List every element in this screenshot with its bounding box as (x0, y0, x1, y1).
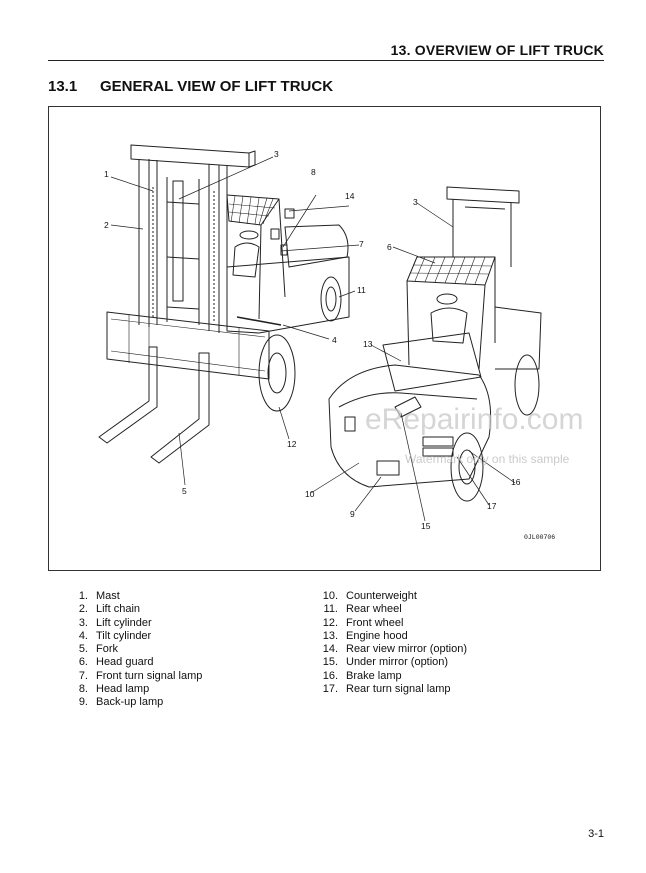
legend-item: 13.Engine hood (322, 629, 408, 642)
legend-item: 3.Lift cylinder (78, 616, 152, 629)
legend-item: 12.Front wheel (322, 616, 404, 629)
callout-9: 9 (350, 509, 355, 519)
section-number: 13.1 (48, 78, 78, 95)
fork-carriage (106, 311, 270, 380)
lift-cylinder (172, 180, 184, 302)
rear-wheel (320, 276, 342, 322)
rear-head-guard (406, 256, 496, 286)
mast-left-rail (138, 159, 158, 327)
rear-view-mirror (284, 208, 295, 219)
legend-left-column: 1.Mast 2.Lift chain 3.Lift cylinder 4.Ti… (66, 590, 203, 710)
fork-right (150, 352, 210, 464)
head-guard (226, 194, 280, 226)
head-lamp (270, 228, 280, 240)
lift-truck-figure: 1 2 3 4 5 6 7 8 9 10 11 12 13 14 15 16 1… (48, 106, 601, 571)
front-view-truck (98, 144, 350, 464)
legend-item: 9.Back-up lamp (78, 696, 164, 709)
rear-seat (430, 307, 468, 344)
rear-side-wheel (514, 354, 540, 416)
back-up-lamp (376, 460, 400, 476)
callout-2: 2 (104, 220, 109, 230)
legend-right-column: 10.Counterweight 11.Rear wheel 12.Front … (316, 590, 467, 696)
lift-truck-illustration: 1 2 3 4 5 6 7 8 9 10 11 12 13 14 15 16 1… (98, 144, 583, 541)
engine-hood (284, 224, 349, 268)
figure-code: 0JL00706 (524, 534, 555, 541)
rear-view-truck (328, 186, 542, 502)
watermark: eRepairinfo.com (365, 403, 583, 436)
legend-item: 4.Tilt cylinder (78, 629, 152, 642)
page-number: 3-1 (588, 828, 604, 840)
callout-1: 1 (104, 169, 109, 179)
legend-item: 2.Lift chain (78, 603, 141, 616)
leader-lines (110, 156, 516, 522)
callout-4: 4 (332, 335, 337, 345)
callout-14: 14 (345, 191, 355, 201)
callout-7: 7 (359, 239, 364, 249)
legend-item: 6.Head guard (78, 656, 154, 669)
legend-item: 16.Brake lamp (322, 669, 402, 682)
section-title: GENERAL VIEW OF LIFT TRUCK (100, 78, 334, 95)
tilt-cylinder (236, 316, 282, 326)
header-rule (48, 60, 604, 61)
legend-item: 7.Front turn signal lamp (78, 669, 203, 682)
callout-16: 16 (511, 477, 521, 487)
legend-item: 10.Counterweight (322, 590, 417, 602)
legend-item: 17.Rear turn signal lamp (322, 683, 451, 696)
legend-item: 11.Rear wheel (323, 603, 402, 616)
legend-item: 8.Head lamp (78, 683, 150, 696)
callout-3: 3 (274, 149, 279, 159)
callout-11: 11 (357, 285, 366, 295)
operator-seat (232, 242, 260, 278)
watermark-subtext: Watermark only on this sample (405, 452, 570, 466)
rear-wheel-right (450, 432, 484, 502)
legend-item: 1.Mast (78, 590, 120, 602)
brake-lamp (422, 436, 454, 447)
front-wheel (258, 334, 296, 412)
legend-item: 15.Under mirror (option) (322, 656, 449, 669)
mast-right-rail (208, 164, 228, 333)
callout-6: 6 (387, 242, 392, 252)
cab-post (258, 198, 286, 320)
callout-3-rear: 3 (413, 197, 418, 207)
legend-item: 5.Fork (78, 643, 118, 656)
rear-engine-hood (382, 332, 482, 392)
callout-8: 8 (311, 167, 316, 177)
rear-left-lamp (344, 416, 356, 432)
legend-item: 14.Rear view mirror (option) (322, 643, 468, 656)
callout-17: 17 (487, 501, 497, 511)
callout-10: 10 (305, 489, 315, 499)
callouts: 1 2 3 4 5 6 7 8 9 10 11 12 13 14 15 16 1… (104, 149, 583, 541)
page-header: 13. OVERVIEW OF LIFT TRUCK (48, 40, 604, 62)
callout-13: 13 (363, 339, 373, 349)
chapter-title: 13. OVERVIEW OF LIFT TRUCK (390, 42, 604, 58)
callout-15: 15 (421, 521, 431, 531)
callout-5: 5 (182, 486, 187, 496)
fork-left (98, 346, 158, 444)
rear-cab-post (406, 257, 496, 370)
rear-mast-top (446, 186, 520, 204)
callout-12: 12 (287, 439, 297, 449)
truck-body (226, 256, 350, 334)
under-mirror (394, 396, 422, 418)
section-heading: 13.1 GENERAL VIEW OF LIFT TRUCK (48, 78, 333, 95)
